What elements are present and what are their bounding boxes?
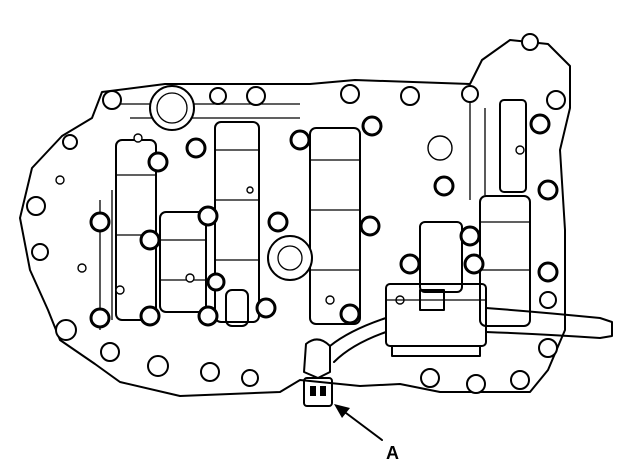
solenoid-connector-a [303,338,333,407]
spool-bore-6 [419,221,463,293]
spool-bore-1 [214,121,260,323]
wire-harness [485,307,613,339]
inner-channel-right [469,100,486,200]
spool-bore-4 [479,195,531,327]
shift-solenoid-connector [385,283,487,357]
valve-body-bolts [89,113,559,329]
accumulator-port [149,85,195,131]
callout-a-label: A [386,443,399,463]
callout-a-leader [334,404,383,441]
upper-plug [427,135,453,161]
spool-bore-7 [499,99,527,193]
center-plug [267,235,313,281]
spool-bore-5 [159,211,207,313]
harness-lead [329,317,387,363]
spool-bore-2 [309,127,361,325]
valve-body-outline [19,39,571,397]
mounting-bosses [26,33,566,394]
inner-channel-top [120,103,300,119]
lower-slot [225,289,249,327]
